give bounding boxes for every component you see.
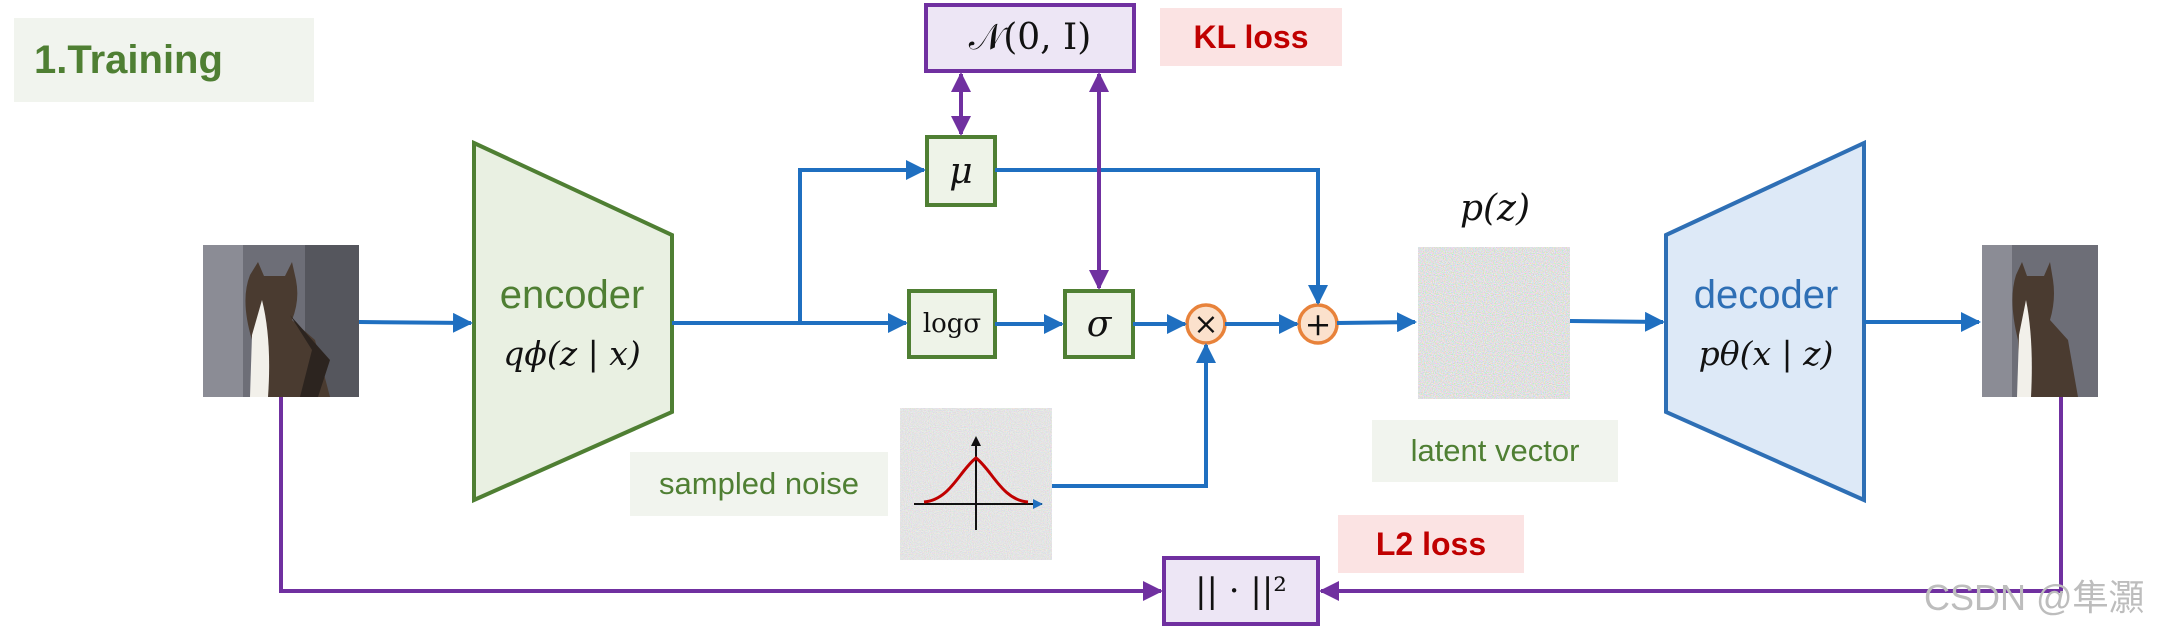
arrow-input-to-encoder [358,312,473,333]
mu-label: μ [949,150,973,192]
sampled-noise-label: sampled noise [630,452,888,516]
prior-formula: 𝒩(0, I) [968,17,1092,58]
output-cat-image [1982,245,2098,397]
log-sigma-box [907,289,997,359]
arrow-encoder-to-mu [798,160,926,323]
decoder-block [1664,139,1866,504]
latent-vector-label: latent vector [1372,420,1618,482]
norm-label: || · ||² [1195,571,1287,611]
arrow-add-to-latent [1336,312,1417,333]
encoder-label: encoder [499,272,645,317]
latent-noise-image [1418,247,1570,399]
gaussian-curve [923,456,1029,504]
mu-box [925,135,997,207]
sigma-box [1063,289,1135,359]
watermark: CSDN @隼灝 [1924,577,2145,618]
section-title: 1.Training [14,18,314,102]
sigma-label: σ [1086,303,1112,345]
prior-box [924,3,1136,73]
multiply-symbol: × [1193,306,1219,342]
arrow-output-to-norm [1319,397,2063,601]
decoder-formula: pθ(x | z) [1698,333,1834,373]
arrow-latent-to-decoder [1569,311,1665,332]
l2-loss-label: L2 loss [1338,515,1524,573]
decoder-label: decoder [1693,272,1839,317]
arrow-input-to-norm [279,397,1163,601]
encoder-block [472,139,674,504]
norm-box [1162,556,1320,626]
add-node [1297,303,1339,345]
sampled-noise-image [900,408,1052,560]
input-cat-image [203,245,359,397]
add-symbol: + [1304,305,1332,343]
latent-formula: p(z) [1459,187,1531,229]
encoder-formula: qϕ(z | x) [503,333,641,373]
arrow-noise-to-multiply [1052,343,1216,488]
kl-loss-label: KL loss [1160,8,1342,66]
log-sigma-label: logσ [922,309,982,339]
arrow-mu-to-add [995,168,1328,305]
